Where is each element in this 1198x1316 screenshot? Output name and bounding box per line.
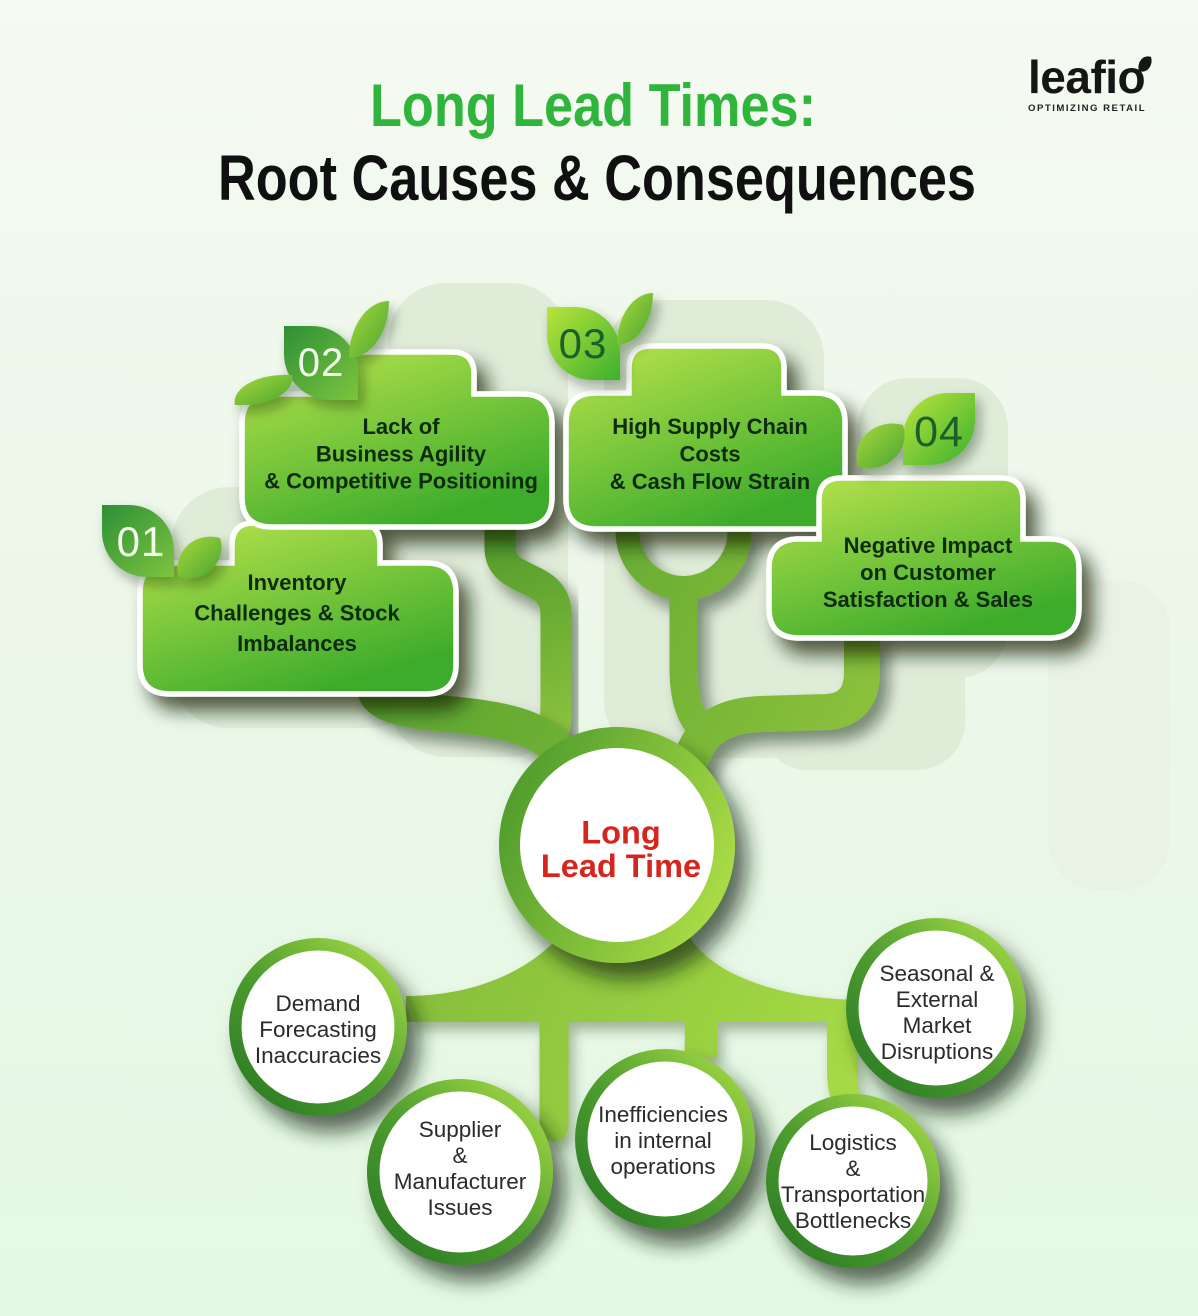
svg-text:Inventory: Inventory (247, 570, 347, 595)
svg-text:01: 01 (117, 518, 166, 565)
svg-text:Bottlenecks: Bottlenecks (795, 1208, 911, 1233)
svg-text:Seasonal &: Seasonal & (879, 961, 994, 986)
svg-text:Disruptions: Disruptions (881, 1039, 994, 1064)
svg-text:Long Lead Times:: Long Lead Times: (370, 72, 816, 139)
svg-text:Transportation: Transportation (781, 1182, 925, 1207)
svg-text:in internal: in internal (614, 1128, 712, 1153)
svg-text:Demand: Demand (275, 991, 360, 1016)
svg-text:Business Agility: Business Agility (316, 442, 487, 467)
svg-text:operations: operations (610, 1154, 715, 1179)
svg-text:&: & (452, 1143, 467, 1168)
svg-text:Negative Impact: Negative Impact (844, 533, 1013, 558)
svg-text:leafio: leafio (1028, 51, 1145, 103)
svg-text:Forecasting: Forecasting (259, 1017, 377, 1042)
svg-text:04: 04 (914, 408, 964, 456)
svg-text:High Supply Chain: High Supply Chain (612, 414, 808, 439)
svg-text:02: 02 (298, 341, 345, 385)
svg-text:& Competitive Positioning: & Competitive Positioning (264, 469, 538, 494)
svg-text:Inaccuracies: Inaccuracies (255, 1043, 381, 1068)
svg-text:Issues: Issues (427, 1195, 492, 1220)
svg-text:& Cash Flow Strain: & Cash Flow Strain (610, 469, 810, 494)
svg-text:Lack of: Lack of (362, 414, 440, 439)
svg-text:OPTIMIZING RETAIL: OPTIMIZING RETAIL (1028, 103, 1146, 114)
svg-text:Logistics: Logistics (809, 1130, 897, 1155)
svg-text:Costs: Costs (679, 442, 740, 467)
svg-text:&: & (845, 1156, 860, 1181)
svg-text:External: External (896, 987, 979, 1012)
svg-text:03: 03 (559, 320, 608, 367)
svg-text:Long: Long (581, 815, 660, 851)
svg-text:Satisfaction & Sales: Satisfaction & Sales (823, 587, 1033, 612)
svg-text:Imbalances: Imbalances (237, 631, 357, 656)
svg-text:Challenges & Stock: Challenges & Stock (194, 601, 400, 626)
svg-text:Root Causes & Consequences: Root Causes & Consequences (218, 142, 976, 214)
svg-text:on Customer: on Customer (860, 560, 996, 585)
svg-text:Lead Time: Lead Time (541, 848, 701, 884)
svg-text:Inefficiencies: Inefficiencies (598, 1102, 728, 1127)
svg-text:Supplier: Supplier (419, 1117, 502, 1142)
svg-text:Market: Market (903, 1013, 973, 1038)
svg-text:Manufacturer: Manufacturer (394, 1169, 527, 1194)
